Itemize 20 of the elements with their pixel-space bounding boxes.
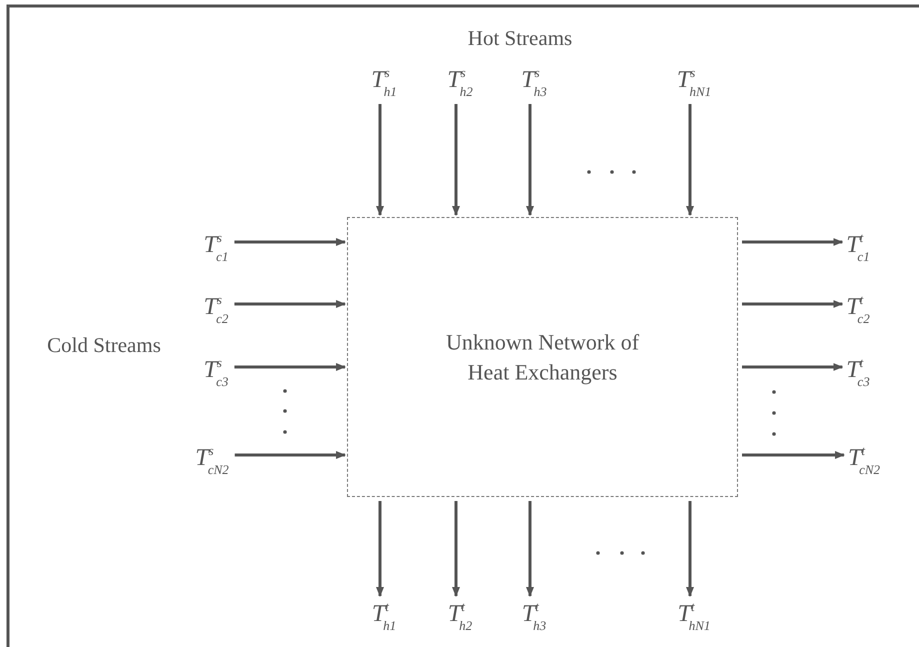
arrow xyxy=(234,451,346,459)
arrow xyxy=(452,104,460,216)
arrow xyxy=(686,104,694,216)
arrow xyxy=(234,300,346,308)
arrow xyxy=(742,300,844,308)
arrow xyxy=(526,501,534,597)
arrow xyxy=(376,104,384,216)
arrow xyxy=(742,451,845,459)
arrow xyxy=(742,363,844,371)
arrow xyxy=(742,238,844,246)
box-label: Unknown Network of Heat Exchangers xyxy=(444,328,640,386)
arrow xyxy=(234,363,346,371)
arrow xyxy=(234,238,346,246)
arrow xyxy=(686,501,694,597)
dashed-network-box xyxy=(347,217,738,497)
stream-group-label: Cold Streams xyxy=(47,332,161,358)
arrow xyxy=(526,104,534,216)
stream-group-label: Hot Streams xyxy=(468,26,572,50)
arrow xyxy=(376,501,384,597)
arrow xyxy=(452,501,460,597)
